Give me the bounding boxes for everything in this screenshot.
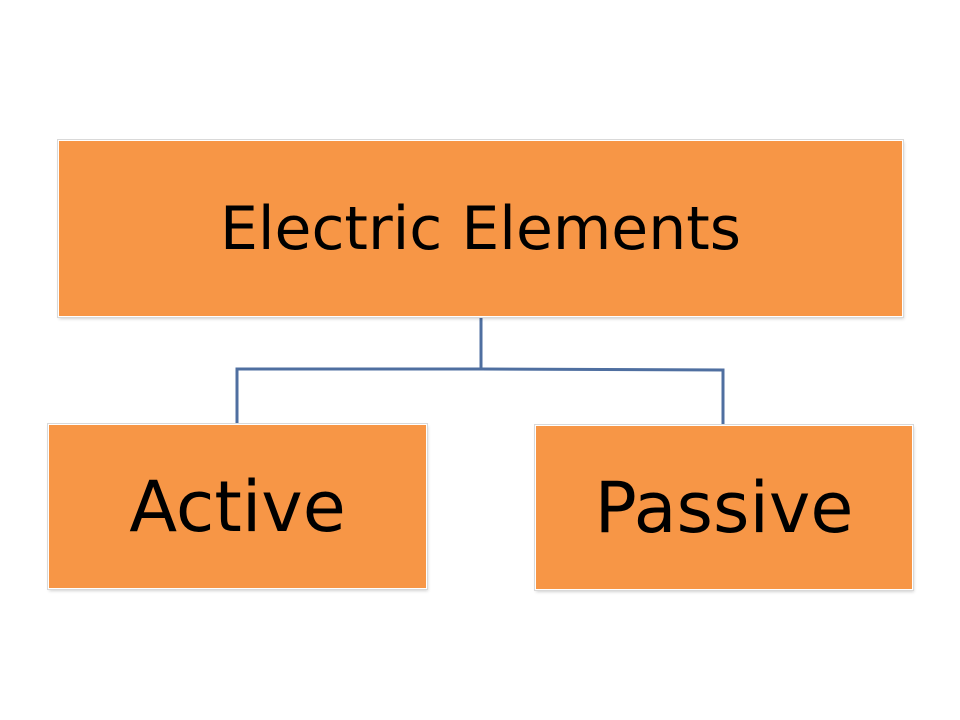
node-passive-label: Passive: [594, 466, 854, 549]
node-active-label: Active: [129, 465, 346, 548]
connector-root-to-passive: [480, 367, 725, 425]
node-electric-elements-label: Electric Elements: [219, 193, 742, 264]
node-electric-elements: Electric Elements: [58, 140, 903, 317]
node-passive: Passive: [535, 425, 913, 590]
node-active: Active: [48, 424, 427, 589]
connector-root-to-active: [235, 317, 483, 424]
